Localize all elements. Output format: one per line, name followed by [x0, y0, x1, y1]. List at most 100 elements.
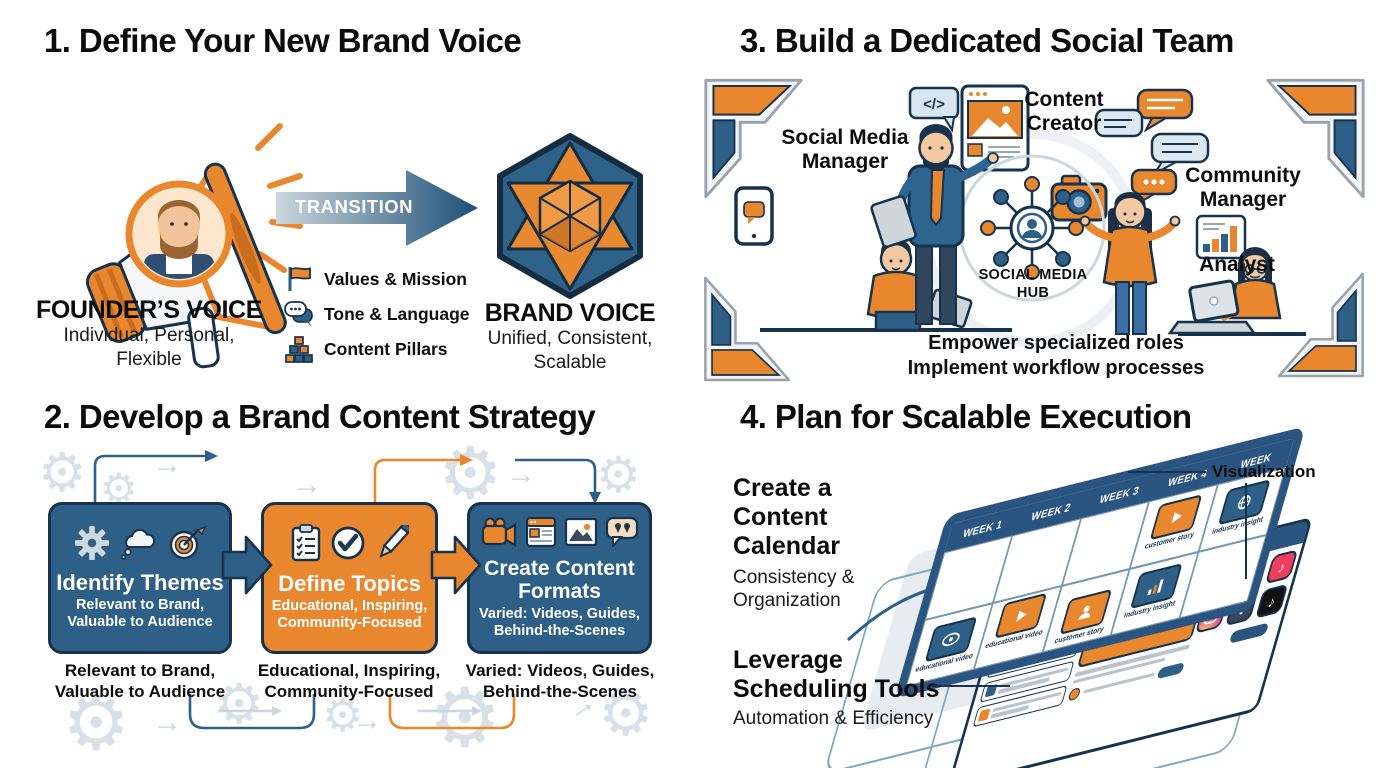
social-media-hub-label: SOCIAL MEDIA HUB: [966, 266, 1100, 302]
section1-title: 1. Define Your New Brand Voice: [44, 22, 522, 59]
bottom-connectors: [188, 694, 516, 730]
content-browser-icon: [960, 84, 1030, 172]
gear-decoration: ⚙: [322, 689, 364, 741]
caption-line1: Varied: Videos, Guides,: [465, 661, 655, 680]
brand-voice-sub-line2: Scalable: [533, 352, 607, 373]
image-icon: [564, 517, 598, 551]
gear-decoration: ⚙: [428, 673, 502, 764]
step-subtitle-line1: Varied: Videos, Guides,: [479, 605, 640, 622]
step-subtitle-line2: Community-Focused: [277, 615, 422, 631]
tiktok-icon: ♪: [1255, 583, 1289, 619]
corner-decoration: [1266, 78, 1365, 199]
founder-voice-block: FOUNDER’S VOICE Individual, Personal, Fl…: [18, 296, 280, 372]
content-blocks-icon: [284, 334, 314, 364]
step-subtitle-line1: Educational, Inspiring,: [271, 598, 428, 614]
role-label-social-media-manager: Social Media Manager: [763, 126, 927, 174]
gear-decoration: ⚙: [598, 680, 654, 749]
caption-line1: Educational, Inspiring,: [257, 661, 441, 680]
chevron-arrow-orange: [430, 535, 482, 595]
brand-voice-block: BRAND VOICE Unified, Consistent, Scalabl…: [452, 299, 688, 375]
role-line2: Manager: [1199, 188, 1287, 211]
section3-title: 3. Build a Dedicated Social Team: [740, 22, 1234, 59]
arrow-decoration: →: [152, 706, 182, 739]
action-pill: [1157, 661, 1186, 679]
arrow-decoration: →: [292, 468, 322, 501]
brand-voice-heading: BRAND VOICE: [484, 299, 656, 327]
calendar-tile: educational video: [913, 614, 986, 675]
founder-portrait: [125, 180, 233, 288]
bar-chart-card-icon: [1195, 214, 1247, 260]
code-bubble-icon: </>: [908, 86, 960, 133]
gear-decoration: ⚙: [214, 672, 265, 735]
visualization-label: Visualization: [1212, 462, 1316, 481]
community-manager-figure: [1079, 192, 1181, 335]
flag-icon: [284, 264, 314, 294]
toggle-pill: [1228, 622, 1270, 644]
gear-decoration: ⚙: [38, 443, 87, 503]
arrow-decoration: →: [352, 704, 382, 737]
founder-voice-sub-line1: Individual, Personal,: [63, 325, 235, 346]
hub-line1: SOCIAL MEDIA: [978, 267, 1088, 283]
step-title: Create Content Formats: [484, 556, 635, 603]
calendar-heading-line1: Create a: [733, 474, 832, 502]
svg-text:</>: </>: [923, 96, 945, 113]
calendar-heading-line2: Content: [733, 503, 828, 531]
person-tile-icon: [1059, 588, 1113, 635]
step-caption: Relevant to Brand, Valuable to Audience: [34, 660, 246, 702]
role-label-community-manager: Community Manager: [1168, 164, 1318, 212]
top-connectors: [93, 450, 601, 504]
step-subtitle-line1: Relevant to Brand,: [75, 597, 205, 613]
calendar-heading-line3: Calendar: [733, 532, 840, 560]
role-line2: Manager: [801, 150, 889, 173]
transition-arrow-label: TRANSITION: [294, 196, 414, 217]
step-box-identify-themes: Identify Themes Relevant to Brand, Valua…: [48, 502, 232, 654]
speech-bubbles-cluster: [1094, 88, 1210, 209]
caption-line2: Community-Focused: [264, 682, 434, 701]
chart-tile-icon: [1129, 562, 1183, 610]
step-caption: Varied: Videos, Guides, Behind-the-Scene…: [454, 660, 666, 702]
gear-decoration: ⚙: [438, 434, 503, 514]
section2-title: 2. Develop a Brand Content Strategy: [44, 398, 596, 435]
caption-line2: Behind-the-Scenes: [483, 682, 637, 701]
step-title: Define Topics: [278, 571, 421, 596]
arrow-decoration: →: [152, 448, 182, 481]
pencil-icon: [375, 521, 413, 566]
section4-title: 4. Plan for Scalable Execution: [740, 398, 1192, 435]
megaphone-illustration: [85, 123, 303, 369]
brand-voice-gem-icon: [497, 133, 643, 299]
list-item-label: Content Pillars: [324, 338, 448, 359]
visualization-connector-line-vertical: [1245, 483, 1247, 579]
check-circle-icon: [330, 525, 366, 566]
step-caption: Educational, Inspiring, Community-Focuse…: [243, 660, 455, 702]
calendar-tile: industry insight: [1118, 561, 1191, 622]
founder-voice-heading: FOUNDER’S VOICE: [36, 296, 262, 324]
quote-icon: [605, 516, 639, 552]
content-calendar-text-block: Create a Content Calendar Consistency & …: [733, 474, 943, 612]
step-subtitle-line2: Valuable to Audience: [67, 614, 213, 630]
step-title: Identify Themes: [56, 570, 224, 595]
list-item-label: Tone & Language: [324, 303, 470, 324]
brand-voice-elements-list: Values & Mission Tone & Language Content…: [284, 258, 484, 368]
phone-chat-icon: [734, 186, 774, 246]
section3-footer: Empower specialized roles Implement work…: [796, 331, 1316, 381]
list-item-values-mission: Values & Mission: [284, 264, 467, 294]
role-line1: Analyst: [1199, 253, 1275, 276]
scheduling-connector-line: [932, 685, 1010, 687]
tools-heading-line1: Leverage: [733, 646, 843, 674]
list-item-label: Values & Mission: [324, 268, 467, 289]
gear-decoration: ⚙: [596, 447, 641, 503]
target-icon: [168, 525, 207, 566]
social-media-hub-icon: [958, 154, 1106, 302]
calendar-sub-line2: Organization: [733, 590, 841, 611]
tools-sub-line: Automation & Efficiency: [733, 708, 934, 729]
step-box-define-topics: Define Topics Educational, Inspiring, Co…: [261, 502, 438, 654]
role-line1: Content: [1024, 88, 1104, 111]
brand-voice-sub-line1: Unified, Consistent,: [487, 328, 653, 349]
visualization-connector-line: [1128, 471, 1206, 473]
caption-line2: Valuable to Audience: [54, 682, 226, 701]
arrow-decoration: →: [506, 458, 536, 491]
video-camera-icon: [481, 517, 517, 552]
music-app-icon: ♪: [1265, 549, 1299, 585]
gear-icon: [74, 525, 110, 566]
